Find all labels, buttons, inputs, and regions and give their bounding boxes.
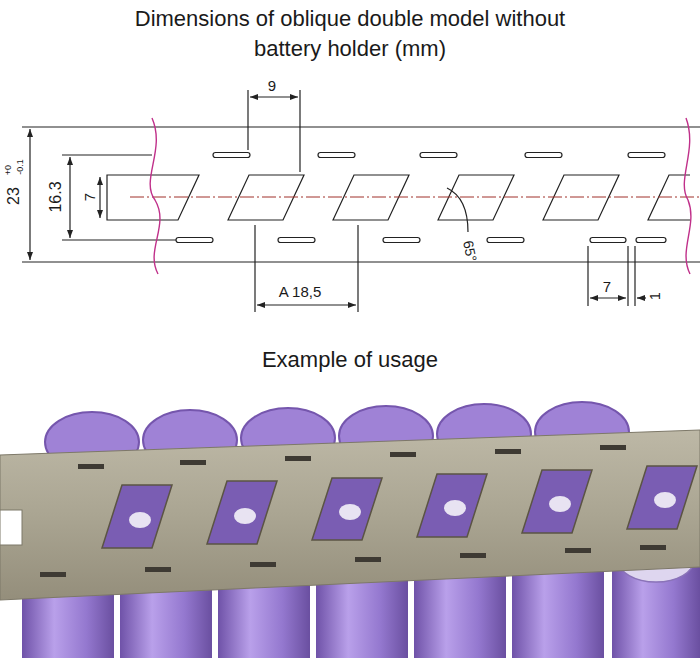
center-line bbox=[130, 197, 700, 198]
dimension-label: +0 bbox=[4, 165, 13, 175]
dimension-label: 7 bbox=[603, 279, 611, 294]
dimension-label: 16.3 bbox=[48, 181, 64, 212]
dimension-label: 65° bbox=[461, 239, 479, 263]
strip-drawing bbox=[22, 90, 700, 312]
dimension-label: A 18,5 bbox=[279, 284, 322, 299]
dimension-label: 1 bbox=[648, 292, 662, 300]
dimension-label: 7 bbox=[82, 193, 97, 201]
title: Dimensions of oblique double model witho… bbox=[130, 4, 570, 64]
caption: Example of usage bbox=[0, 346, 700, 374]
dimension-label: 23 bbox=[6, 187, 22, 205]
battery-photo bbox=[0, 400, 700, 658]
dimension-label: 9 bbox=[268, 78, 276, 93]
break-lines bbox=[150, 118, 691, 274]
dimension-label: -0.1 bbox=[16, 159, 25, 175]
